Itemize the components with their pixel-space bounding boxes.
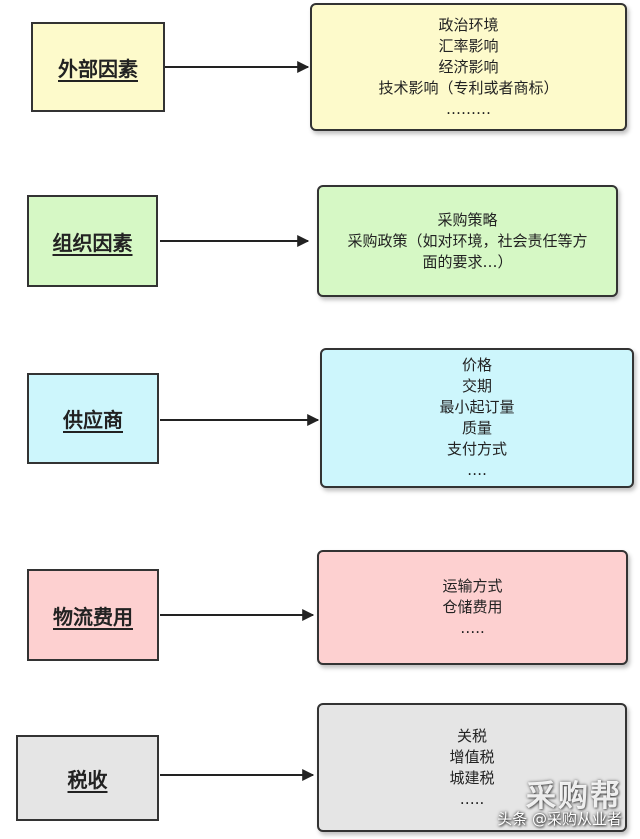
detail-box-tax: 关税 增值税 城建税 …..: [317, 703, 627, 832]
detail-line: 质量: [461, 419, 492, 437]
detail-line: 运输方式: [442, 577, 503, 595]
detail-line: 采购策略: [437, 210, 498, 229]
factor-label: 税收: [67, 767, 108, 792]
detail-line: 最小起订量: [439, 398, 515, 416]
detail-box-external: 政治环境 汇率影响 经济影响 技术影响（专利或者商标） ………: [310, 3, 627, 131]
detail-line: 交期: [461, 377, 492, 395]
factor-box-external: 外部因素: [31, 22, 165, 112]
factor-box-tax: 税收: [16, 735, 159, 821]
detail-line: 价格: [461, 356, 492, 374]
detail-line: 技术影响（专利或者商标）: [378, 78, 559, 97]
detail-line: 支付方式: [446, 440, 507, 458]
detail-line: …..: [460, 619, 485, 637]
detail-box-logistics: 运输方式 仓储费用 …..: [317, 550, 628, 665]
factor-box-logistics: 物流费用: [27, 569, 159, 661]
detail-line: ….: [467, 461, 487, 479]
factor-label: 外部因素: [58, 56, 138, 81]
detail-line: 关税: [456, 726, 487, 745]
factor-label: 供应商: [63, 408, 123, 432]
factor-label: 组织因素: [52, 230, 133, 255]
detail-line: 政治环境: [438, 15, 499, 34]
factor-box-supplier: 供应商: [27, 373, 159, 464]
detail-box-organizational: 采购策略 采购政策（如对环境，社会责任等方 面的要求…）: [317, 185, 618, 297]
detail-line: 增值税: [449, 747, 495, 766]
detail-line: ………: [446, 99, 491, 118]
detail-line: 汇率影响: [438, 36, 499, 55]
detail-line: 城建税: [449, 768, 495, 787]
detail-box-supplier: 价格 交期 最小起订量 质量 支付方式 ….: [320, 348, 634, 488]
detail-line: …..: [459, 789, 485, 808]
factor-box-organizational: 组织因素: [27, 195, 158, 287]
detail-line: 经济影响: [438, 57, 499, 76]
detail-line: 仓储费用: [442, 598, 503, 616]
factor-label: 物流费用: [53, 604, 133, 629]
detail-line: 采购政策（如对环境，社会责任等方: [347, 231, 588, 250]
detail-line: 面的要求…）: [422, 252, 513, 271]
